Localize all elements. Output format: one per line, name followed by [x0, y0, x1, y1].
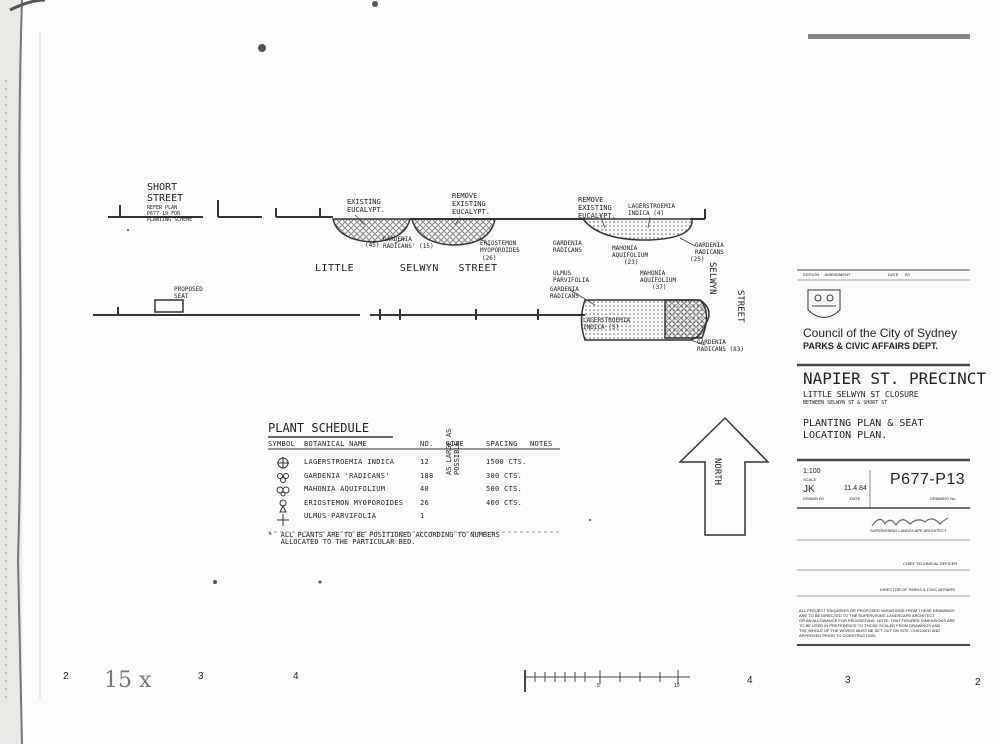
botanical-name-cell: ULMUS PARVIFOLIA: [304, 512, 377, 520]
spacing-cell: 400 CTS.: [486, 498, 523, 507]
gardenia-radicans-label-4: GARDENIA RADICANS: [550, 286, 579, 300]
short-street-note: REFER PLAN P677-19 FOR PLANTING SCHEME: [147, 205, 193, 223]
table-row: ERIOSTEMON MYOPOROIDES 26 400 CTS.: [268, 499, 568, 513]
mahonia-label-2: MAHONIA AQUIFOLIUM: [640, 270, 677, 284]
count-label-25: (25): [690, 256, 705, 263]
gardenia-radicans-label-83: GARDENIA RADICANS (83): [697, 339, 744, 353]
botanical-name-cell: LAGERSTROEMIA INDICA: [304, 458, 395, 466]
gardenia-radicans-label: GARDENIA RADICANS' (15): [383, 236, 434, 250]
department-name: PARKS & CIVIC AFFAIRS DEPT.: [803, 341, 939, 351]
eriostemon-label: ERIOSTEMON MYOPOROIDES: [480, 240, 520, 254]
botanical-name-cell: ERIOSTEMON MYOPOROIDES: [304, 498, 404, 507]
project-between: BETWEEN SELWYN ST & SHORT ST: [803, 400, 888, 406]
north-arrow-label: NORTH: [712, 458, 722, 486]
gardenia-radicans-label-3: GARDENIA RADICANS: [695, 242, 724, 256]
gardenia-symbol: [277, 473, 289, 483]
spacing-cell: 300 CTS.: [486, 471, 523, 480]
north-arrow: [678, 416, 770, 536]
header-spacing: SPACING: [486, 440, 518, 448]
drawn-by-label: DRAWN BY: [803, 496, 825, 501]
header-size: SIZE: [446, 440, 465, 448]
disclaimer: ALL PROJECT ENQUIRIES OR PROPOSED VARIAT…: [799, 608, 956, 638]
quantity-cell: 188: [420, 471, 434, 480]
proposed-seat-label: PROPOSED SEAT: [174, 286, 203, 300]
supervising-architect: SUPERVISING LANDSCAPE ARCHITECT: [870, 528, 947, 533]
edition-header: EDITION AMENDMENT DATE BY: [803, 272, 911, 277]
date-value: 11.4.84: [844, 485, 867, 492]
quantity-cell: 40: [420, 485, 430, 493]
eriostemon-symbol: [279, 499, 287, 513]
drawing-number-label: DRAWING No.: [930, 496, 957, 501]
spacing-cell: 1500 CTS.: [486, 458, 527, 466]
scale-label: SCALE: [803, 477, 817, 482]
scan-label: 15 x: [104, 668, 152, 693]
council-name: Council of the City of Sydney: [803, 326, 958, 340]
project-subtitle: LITTLE SELWYN ST CLOSURE: [803, 390, 919, 399]
signature-icon: [871, 517, 949, 527]
date-label: DATE: [850, 496, 861, 501]
mahonia-count: (23): [624, 259, 639, 266]
scale-value: 1:100: [803, 468, 821, 475]
drawing-number: P677-P13: [890, 471, 966, 488]
plant-schedule-headers: SYMBOL BOTANICAL NAME NO. SIZE SPACING N…: [268, 440, 568, 450]
header-symbol: SYMBOL: [268, 440, 296, 448]
lagerstroemia-label-2: LAGERSTROEMIA INDICA (5): [583, 317, 630, 331]
header-no: NO.: [420, 440, 434, 448]
plant-schedule-footnote: * ALL PLANTS ARE TO BE POSITIONED ACCORD…: [268, 531, 500, 546]
ulmus-symbol: [277, 514, 289, 526]
gardenia-count-label: (45): [365, 242, 380, 249]
lagerstroemia-symbol: [277, 457, 289, 469]
size-note: AS LARGE AS POSSIBLE: [445, 428, 461, 475]
selwyn-street-vertical: SELWYN: [707, 262, 717, 295]
table-row: LAGERSTROEMIA INDICA 12 1500 CTS.: [268, 458, 568, 472]
ulmus-label: ULMUS PARVIFOLIA: [553, 270, 590, 284]
project-title: NAPIER ST. PRECINCT: [803, 369, 987, 388]
margin-mark-4: 4: [747, 675, 753, 686]
eriostemon-count: (26): [482, 255, 497, 262]
director-parks: DIRECTOR OF PARKS & CIVIC AFFAIRS: [880, 587, 955, 592]
ruler-label-5: 5: [597, 683, 600, 689]
botanical-name-cell: GARDENIA 'RADICANS': [304, 471, 390, 480]
ruler-label-10: 10: [674, 683, 680, 689]
quantity-cell: 1: [420, 512, 425, 520]
south-boundary: [93, 299, 585, 320]
gardenia-radicans-label-2: GARDENIA RADICANS: [553, 240, 582, 254]
header-notes: NOTES: [530, 440, 553, 448]
mahonia-label: MAHONIA AQUIFOLIUM: [612, 245, 649, 259]
table-row: MAHONIA AQUIFOLIUM 40 500 CTS.: [268, 485, 568, 499]
council-crest-icon: [807, 289, 841, 318]
table-row: GARDENIA 'RADICANS' 188 300 CTS.: [268, 472, 568, 486]
mahonia-count-37: (37): [652, 284, 667, 291]
short-street-label: SHORT STREET: [147, 182, 184, 204]
mahonia-symbol: [276, 486, 290, 497]
remove-eucalypt-label-2: REMOVE EXISTING EUCALYPT.: [578, 196, 616, 220]
scale-ruler: [524, 670, 690, 692]
spacing-cell: 500 CTS.: [486, 485, 523, 493]
plant-schedule-title: PLANT SCHEDULE: [268, 421, 370, 435]
margin-mark-1: 2: [63, 671, 69, 682]
table-row: ULMUS PARVIFOLIA 1: [268, 512, 568, 526]
margin-mark-3: 4: [293, 671, 299, 682]
botanical-name-cell: MAHONIA AQUIFOLIUM: [304, 485, 386, 493]
margin-mark-6: 2: [975, 677, 981, 688]
remove-eucalypt-label-1: REMOVE EXISTING EUCALYPT.: [452, 192, 490, 216]
street-vertical: STREET: [735, 290, 745, 323]
plan-title: PLANTING PLAN & SEAT LOCATION PLAN.: [803, 418, 924, 441]
lagerstroemia-label: LAGERSTROEMIA INDICA (4): [628, 203, 675, 217]
header-botanical-name: BOTANICAL NAME: [304, 440, 368, 448]
chief-technical-officer: CHIEF TECHNICAL OFFICER: [903, 561, 958, 566]
quantity-cell: 12: [420, 458, 430, 466]
existing-eucalypt-label: EXISTING EUCALYPT.: [347, 198, 385, 214]
little-selwyn-street-label: LITTLE SELWYN STREET: [315, 263, 498, 274]
margin-mark-5: 3: [845, 675, 851, 686]
margin-mark-2: 3: [198, 671, 204, 682]
drawn-by-value: JK: [803, 484, 815, 495]
quantity-cell: 26: [420, 498, 430, 507]
planting-beds: [332, 218, 710, 341]
